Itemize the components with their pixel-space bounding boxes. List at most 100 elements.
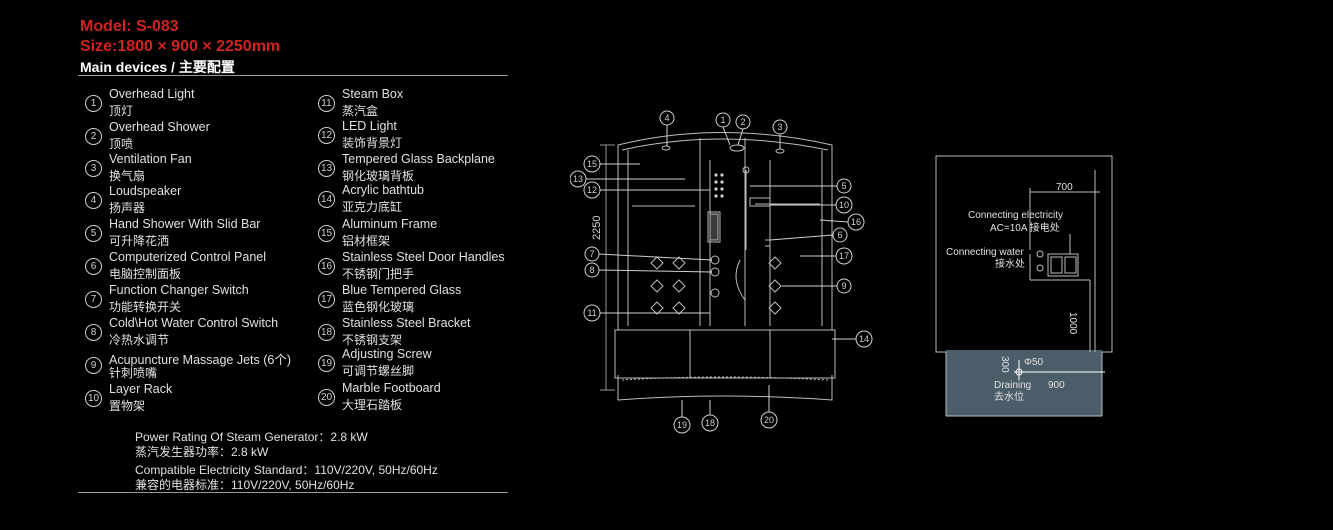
item-en: Cold\Hot Water Control Switch — [109, 316, 279, 330]
item-number: 11 — [318, 95, 335, 112]
callout-label: 12 — [587, 185, 597, 195]
callout-label: 7 — [589, 249, 594, 259]
item-en: Steam Box — [342, 87, 404, 101]
item-en: Computerized Control Panel — [109, 250, 267, 264]
callout-label: 13 — [573, 174, 583, 184]
dim-900: 900 — [1048, 380, 1065, 391]
callout-label: 4 — [664, 113, 669, 123]
callout-label: 18 — [705, 418, 715, 428]
item-cn: 顶灯 — [109, 104, 134, 118]
item-en: Acupuncture Massage Jets (6个) — [109, 353, 292, 367]
item-en: Overhead Light — [109, 87, 195, 101]
callout-label: 15 — [587, 159, 597, 169]
item-cn: 顶喷 — [109, 137, 134, 151]
item-en: Acrylic bathtub — [342, 183, 424, 197]
item-cn: 蓝色钢化玻璃 — [342, 300, 415, 314]
callout-label: 2 — [740, 117, 745, 127]
spec-power-en: Power Rating Of Steam Generator：2.8 kW — [135, 430, 368, 444]
dim-300: 300 — [999, 356, 1010, 373]
item-en: Ventilation Fan — [109, 152, 192, 166]
item-en: Overhead Shower — [109, 120, 210, 134]
item-number: 2 — [85, 128, 102, 145]
size-title: Size:1800 × 900 × 2250mm — [80, 38, 281, 55]
spec-electric-cn: 兼容的电器标准：110V/220V, 50Hz/60Hz — [135, 478, 355, 492]
connecting-electricity-label: Connecting electricity — [968, 210, 1063, 221]
callout-label: 19 — [677, 420, 687, 430]
dim-700: 700 — [1056, 182, 1073, 193]
callout-label: 10 — [839, 200, 849, 210]
item-en: Stainless Steel Bracket — [342, 316, 471, 330]
item-cn: 置物架 — [109, 399, 146, 413]
item-number: 16 — [318, 258, 335, 275]
footboard-shape — [617, 375, 833, 401]
item-cn: 不锈钢门把手 — [342, 267, 415, 281]
model-title: Model: S-083 — [80, 18, 179, 35]
item-en: Loudspeaker — [109, 184, 182, 198]
item-cn: 大理石踏板 — [342, 398, 403, 412]
callout-label: 5 — [841, 181, 846, 191]
item-cn: 亚克力底缸 — [342, 200, 403, 214]
item-en: Hand Shower With Slid Bar — [109, 217, 261, 231]
item-en: Tempered Glass Backplane — [342, 152, 495, 166]
item-en: LED Light — [342, 119, 397, 133]
spec-electric-en: Compatible Electricity Standard：110V/220… — [135, 463, 438, 477]
callout-label: 9 — [841, 281, 846, 291]
main-devices-heading: Main devices / 主要配置 — [80, 59, 235, 75]
item-cn: 装饰背景灯 — [342, 136, 403, 150]
item-cn: 换气扇 — [109, 169, 146, 183]
item-cn: 钢化玻璃背板 — [342, 169, 415, 183]
item-cn: 扬声器 — [109, 201, 146, 215]
draining-label: Draining — [994, 380, 1031, 391]
spec-power-cn: 蒸汽发生器功率：2.8 kW — [135, 445, 269, 459]
callout-label: 3 — [777, 122, 782, 132]
top-divider — [78, 75, 508, 76]
item-number: 14 — [318, 191, 335, 208]
socket-box — [1047, 253, 1079, 277]
item-number: 12 — [318, 127, 335, 144]
item-en: Adjusting Screw — [342, 347, 432, 361]
item-cn: 冷热水调节 — [109, 333, 170, 347]
callout-label: 20 — [764, 415, 774, 425]
draining-cn: 去水位 — [994, 390, 1024, 403]
item-cn: 可调节螺丝脚 — [342, 364, 415, 378]
item-number: 9 — [85, 357, 102, 374]
connecting-water-label: Connecting water — [946, 247, 1024, 258]
water-cn: 接水处 — [995, 257, 1025, 270]
callout-label: 6 — [837, 230, 842, 240]
callout-label: 14 — [859, 334, 869, 344]
item-number: 15 — [318, 225, 335, 242]
item-number: 19 — [318, 355, 335, 372]
callout-label: 1 — [720, 115, 725, 125]
dim-phi50: Φ50 — [1024, 357, 1044, 368]
item-number: 20 — [318, 389, 335, 406]
item-en: Stainless Steel Door Handles — [342, 250, 505, 264]
item-en: Function Changer Switch — [109, 283, 249, 297]
item-number: 13 — [318, 160, 335, 177]
callout-label: 17 — [839, 251, 849, 261]
item-number: 10 — [85, 390, 102, 407]
item-number: 3 — [85, 160, 102, 177]
item-cn: 可升降花洒 — [109, 234, 170, 248]
bottom-divider — [78, 492, 508, 493]
installation-plan-drawing: 700 1000 300 Φ50 900 Draining 去水位 Connec… — [935, 155, 1113, 417]
item-en: Marble Footboard — [342, 381, 441, 395]
item-number: 5 — [85, 225, 102, 242]
ac-label: AC=10A 接电处 — [990, 221, 1060, 234]
item-cn: 不锈钢支架 — [342, 333, 403, 347]
dim-1000: 1000 — [1067, 312, 1078, 335]
item-number: 4 — [85, 192, 102, 209]
item-number: 1 — [85, 95, 102, 112]
tub-area — [946, 350, 1102, 416]
bathtub-shape — [614, 329, 836, 379]
item-number: 7 — [85, 291, 102, 308]
shower-cabin-drawing: 2250 — [570, 110, 873, 434]
callout-label: 11 — [587, 308, 596, 318]
item-number: 8 — [85, 324, 102, 341]
item-number: 18 — [318, 324, 335, 341]
item-cn: 针刺喷嘴 — [109, 366, 158, 380]
item-cn: 铝材框架 — [342, 234, 391, 248]
callout-label: 16 — [851, 217, 861, 227]
item-en: Blue Tempered Glass — [342, 283, 462, 297]
cabin-frame — [617, 132, 833, 331]
item-cn: 功能转换开关 — [109, 300, 182, 314]
